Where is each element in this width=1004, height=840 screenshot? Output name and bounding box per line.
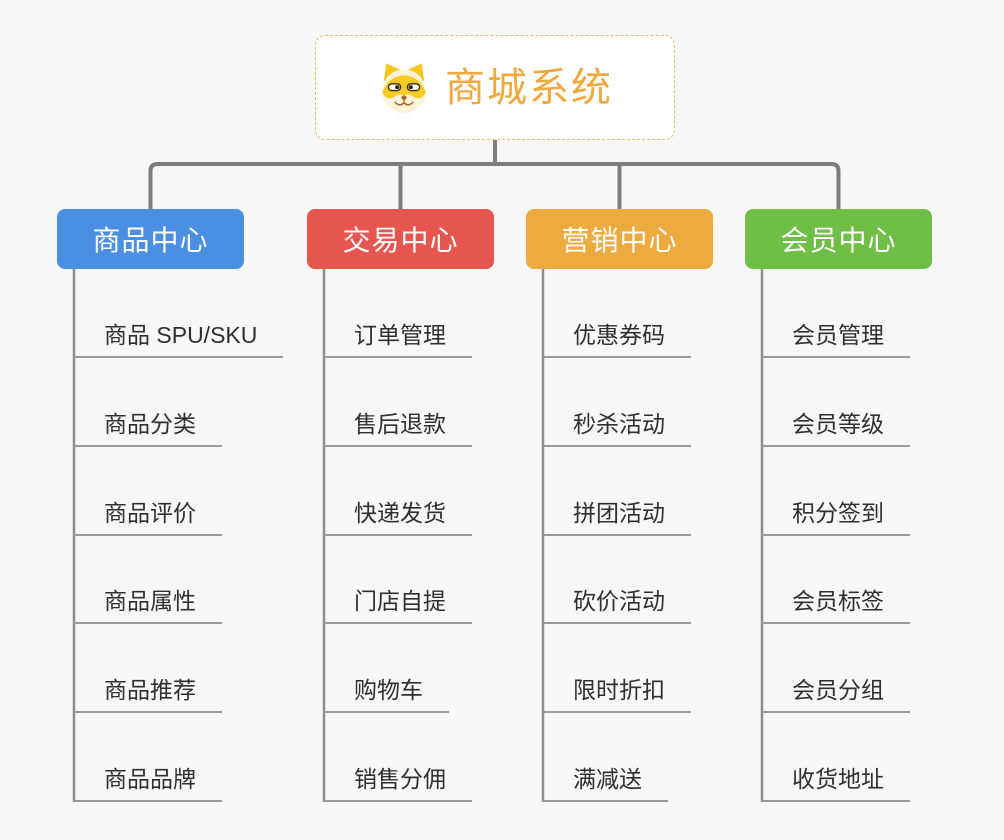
leaf-node-3-4[interactable]: 砍价活动 <box>543 590 691 624</box>
leaf-node-3-6[interactable]: 满减送 <box>543 768 668 802</box>
leaf-node-3-3[interactable]: 拼团活动 <box>543 502 691 536</box>
leaf-node-1-3[interactable]: 商品评价 <box>74 502 222 536</box>
branch-node-3[interactable]: 营销中心 <box>526 209 713 269</box>
leaf-node-3-1[interactable]: 优惠券码 <box>543 324 691 358</box>
leaf-node-1-4[interactable]: 商品属性 <box>74 590 222 624</box>
branch-node-2[interactable]: 交易中心 <box>307 209 494 269</box>
branch-node-4[interactable]: 会员中心 <box>745 209 932 269</box>
shiba-dog-icon <box>382 63 426 113</box>
leaf-node-4-1[interactable]: 会员管理 <box>762 324 910 358</box>
leaf-node-2-4[interactable]: 门店自提 <box>324 590 472 624</box>
leaf-node-1-1[interactable]: 商品 SPU/SKU <box>74 324 284 358</box>
leaf-node-4-4[interactable]: 会员标签 <box>762 590 910 624</box>
leaf-node-3-2[interactable]: 秒杀活动 <box>543 413 691 447</box>
root-node[interactable]: 商城系统 <box>315 35 675 140</box>
leaf-node-2-3[interactable]: 快递发货 <box>324 502 472 536</box>
leaf-node-4-3[interactable]: 积分签到 <box>762 502 910 536</box>
root-title: 商城系统 <box>445 65 613 110</box>
leaf-node-2-1[interactable]: 订单管理 <box>324 324 472 358</box>
leaf-node-4-2[interactable]: 会员等级 <box>762 413 910 447</box>
leaf-node-2-2[interactable]: 售后退款 <box>324 413 472 447</box>
leaf-node-1-5[interactable]: 商品推荐 <box>74 679 222 713</box>
leaf-node-2-5[interactable]: 购物车 <box>324 679 449 713</box>
leaf-node-2-6[interactable]: 销售分佣 <box>324 768 472 802</box>
leaf-node-1-6[interactable]: 商品品牌 <box>74 768 222 802</box>
leaf-node-4-6[interactable]: 收货地址 <box>762 768 910 802</box>
leaf-node-4-5[interactable]: 会员分组 <box>762 679 910 713</box>
leaf-node-1-2[interactable]: 商品分类 <box>74 413 222 447</box>
leaf-node-3-5[interactable]: 限时折扣 <box>543 679 691 713</box>
branch-node-1[interactable]: 商品中心 <box>57 209 244 269</box>
